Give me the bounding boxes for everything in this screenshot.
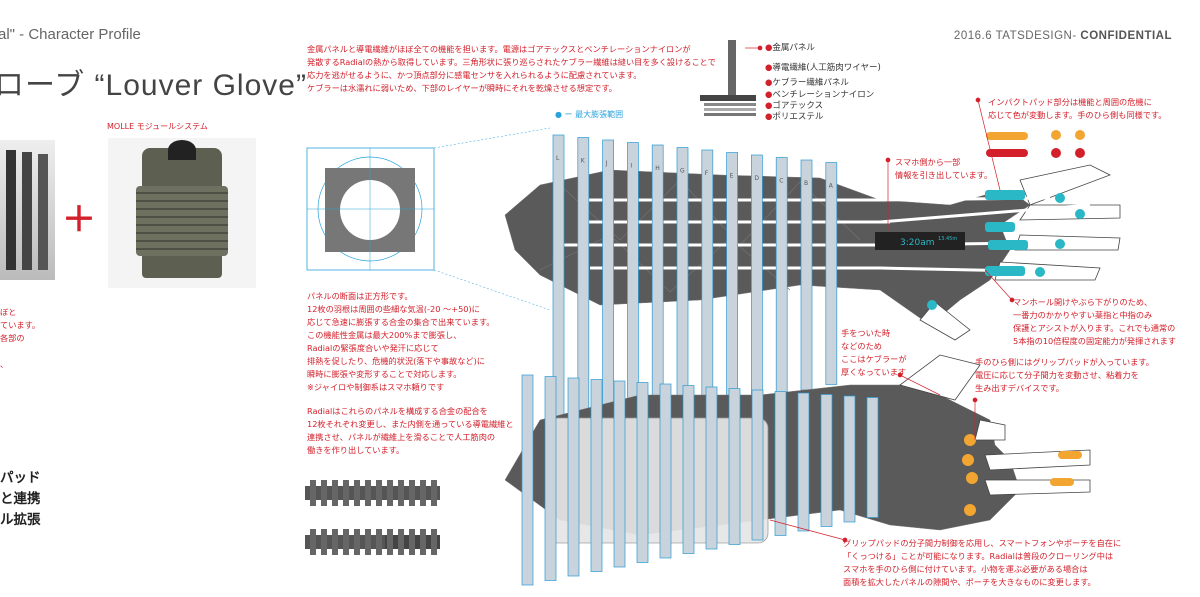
bar-tooth (398, 529, 404, 555)
header-title: al" - Character Profile (0, 26, 141, 43)
bar-tooth (332, 529, 338, 555)
vest-photo (108, 138, 256, 288)
panel-letter: K (581, 158, 586, 165)
panel-letter: G (680, 168, 685, 175)
panel-D (751, 154, 763, 402)
panel-H (651, 144, 664, 424)
manhole-note: マンホール開けやぶら下がりのため、一番力のかかりやすい薬指と中指のみ保護とアシス… (1013, 297, 1177, 346)
panel-photo (0, 140, 55, 280)
panel-B (800, 159, 813, 391)
panel-text: パネルの断面は正方形です。12枚の羽根は周囲の些細な気温(-20 〜+50)に応… (307, 291, 495, 392)
bar-tooth (310, 529, 316, 555)
lower-panel (659, 383, 672, 559)
bar-tooth (332, 480, 338, 506)
panel-letter: D (754, 175, 759, 182)
lower-panel (636, 382, 649, 563)
lower-arm (504, 354, 1091, 586)
bar-tooth (321, 529, 327, 555)
cross-section-diagram (306, 127, 551, 311)
lower-panel (751, 389, 764, 541)
bar-tooth (376, 480, 382, 506)
bar-tooth (354, 529, 360, 555)
lower-panel (521, 374, 534, 586)
upper-arm: 3:20am 13.45m L K J I H G F E D C B A (504, 134, 1121, 446)
panel-letter: I (630, 163, 632, 170)
panel-C (775, 157, 788, 396)
leader-lines (745, 45, 1015, 543)
left-notes: ぼとています。各部の、 (0, 307, 41, 369)
panel-letter: A (829, 183, 834, 190)
page-title: ローブ “Louver Glove” (0, 69, 307, 102)
svg-text:13.45m: 13.45m (938, 236, 957, 242)
palm-note: 手のひら側にはグリップパッドが入っています。電圧に応じて分子間力を変動させ、粘着… (975, 357, 1154, 393)
panel-F (701, 149, 714, 413)
bar-tooth (431, 529, 437, 555)
panel-bars (305, 480, 440, 555)
panel-K (577, 137, 590, 440)
lower-panel (820, 394, 833, 527)
lower-panel (774, 391, 787, 536)
panel-E (726, 152, 738, 407)
bar-tooth (343, 480, 349, 506)
lower-panel (590, 379, 603, 572)
lower-panel (728, 388, 741, 545)
panel-G (676, 147, 689, 418)
panel-letter: F (705, 170, 709, 177)
lower-panel (866, 397, 879, 518)
lower-panel (567, 377, 580, 577)
bar-tooth (420, 529, 426, 555)
impact-note: インパクトパッド部分は機能と周囲の危機に応じて色が変動します。手のひら側も同様で… (988, 97, 1167, 120)
bar-tooth (431, 480, 437, 506)
bar-tooth (343, 529, 349, 555)
impact-pad-colors (986, 130, 1085, 158)
bar-tooth (398, 480, 404, 506)
bar-tooth (321, 480, 327, 506)
bar-tooth (409, 480, 415, 506)
grip-note: グリップパッドの分子間力制御を応用し、スマートフォンやポーチを自在に「くっつける… (843, 538, 1122, 587)
hand-note: 手をついた時などのためここはケブラーが厚くなっています (841, 328, 907, 377)
bar-tooth (387, 480, 393, 506)
bar-tooth (365, 529, 371, 555)
panel-letter: J (605, 160, 608, 167)
feature-list: パッドと連携ル拡張 (0, 470, 41, 528)
bar-tooth (420, 480, 426, 506)
panel-letter: E (730, 173, 734, 180)
header-confidential: 2016.6 TATSDESIGN- CONFIDENTIAL (953, 30, 1172, 42)
molle-label: MOLLE モジュールシステム (107, 122, 208, 131)
lower-panel (544, 376, 557, 581)
bar-tooth (387, 529, 393, 555)
bar-tooth (310, 480, 316, 506)
bar-tooth (409, 529, 415, 555)
svg-text:3:20am: 3:20am (900, 238, 935, 248)
panel-letter: B (804, 180, 808, 187)
panel-letter: L (556, 155, 560, 162)
bar-tooth (365, 480, 371, 506)
lower-panel (705, 386, 718, 550)
bar-tooth (354, 480, 360, 506)
intro-text: 金属パネルと導電繊維がほぼ全ての機能を担います。電源はゴアテックスとベンチレーシ… (307, 44, 716, 93)
max-range-label: ● ー 最大膨張範囲 (555, 110, 624, 119)
layer-stack (700, 40, 770, 120)
bar-tooth (376, 529, 382, 555)
panel-A (825, 162, 838, 385)
layer-legend: ●金属パネル ●導電繊維(人工筋肉ワイヤー) ●ケブラー繊維パネル ●ベンチレー… (765, 43, 881, 123)
lower-panel (797, 392, 810, 532)
panel-letter: H (655, 165, 660, 172)
lower-panel (613, 380, 626, 568)
lower-panel (843, 395, 856, 523)
plus-sign: ＋ (62, 200, 96, 240)
panel-J (602, 139, 614, 435)
panel-letter: C (779, 178, 783, 185)
lower-panel (682, 385, 695, 554)
phone-note: スマホ側から一部情報を引き出しています。 (895, 157, 993, 180)
